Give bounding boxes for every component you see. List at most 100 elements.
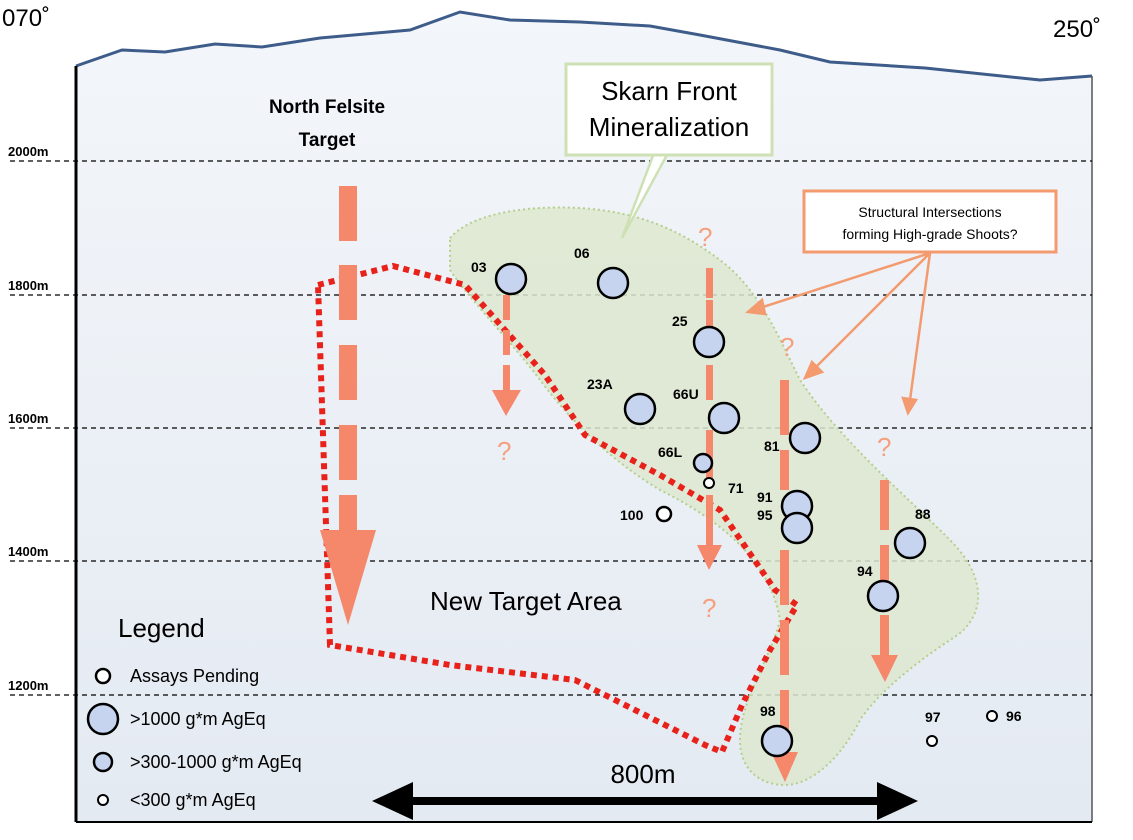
skarn-callout-box	[564, 62, 774, 157]
pointer-head	[802, 359, 825, 381]
topographic-surface-line	[75, 10, 1093, 82]
drill-hole-66u	[707, 401, 741, 435]
structural-callout-arrows	[745, 251, 932, 416]
elevation-gridlines	[10, 160, 1092, 696]
target-arrow-81	[771, 380, 798, 782]
azimuth-left-label: 070˚	[2, 5, 50, 32]
elevation-label: 1800m	[8, 278, 48, 293]
scale-bar-right-head	[877, 782, 918, 820]
arrow-dash	[706, 495, 713, 545]
legend: Legend Assays Pending >1000 g*m AgEq >30…	[86, 613, 302, 810]
drill-hole-label: 95	[757, 507, 773, 523]
legend-item-label: >1000 g*m AgEq	[130, 709, 266, 729]
drill-hole-labels: 03 06 25 23A 66U 66L 71 81 100 91 95 88 …	[471, 245, 1022, 725]
arrow-dash	[706, 268, 713, 298]
drill-hole-label: 91	[757, 489, 773, 505]
drill-hole-label: 23A	[587, 376, 613, 392]
arrow-dash	[339, 495, 357, 530]
north-felsite-line: Target	[299, 130, 356, 151]
drill-hole-label: 88	[915, 506, 931, 522]
arrow-head	[871, 655, 898, 682]
elevation-label: 1600m	[8, 411, 48, 426]
question-mark: ?	[702, 593, 716, 623]
drill-hole-label: 97	[925, 709, 941, 725]
drill-hole-95	[780, 511, 814, 545]
legend-item-label: >300-1000 g*m AgEq	[130, 752, 302, 772]
new-target-area-label: New Target Area	[430, 586, 622, 616]
arrow-head	[492, 390, 521, 416]
north-felsite-label: North Felsite Target	[269, 97, 385, 151]
question-mark: ?	[698, 222, 712, 252]
skarn-callout-line: Skarn Front	[601, 76, 738, 106]
north-felsite-line: North Felsite	[269, 97, 385, 118]
scale-bar-left-head	[372, 782, 413, 820]
legend-symbol-small	[97, 794, 109, 806]
arrow-dash	[706, 430, 713, 480]
pointer-head	[745, 297, 767, 316]
target-arrow-88	[871, 480, 898, 682]
drill-hole-label: 66U	[673, 386, 699, 402]
structural-callout-box	[802, 189, 1058, 254]
structural-callout-line: forming High-grade Shoots?	[842, 226, 1017, 242]
arrow-dash	[780, 620, 789, 675]
arrow-dash	[780, 450, 789, 490]
arrow-dash	[880, 545, 889, 585]
arrow-dash	[706, 365, 713, 400]
arrow-dash	[339, 345, 357, 400]
elevation-label: 2000m	[8, 144, 48, 159]
structural-callout-line: Structural Intersections	[858, 204, 1001, 220]
arrow-head	[697, 545, 722, 570]
arrow-dash	[706, 300, 713, 330]
arrow-dash	[339, 425, 357, 480]
scale-bar: 800m	[372, 759, 918, 820]
drill-hole-23a	[623, 392, 657, 426]
target-arrow-03	[492, 295, 521, 416]
drill-hole-06	[596, 266, 630, 300]
arrow-dash	[503, 365, 510, 390]
drill-hole-label: 25	[672, 313, 688, 329]
drill-hole-100	[655, 505, 673, 523]
legend-item-label: <300 g*m AgEq	[130, 790, 256, 810]
drill-hole-97	[926, 735, 938, 747]
pointer-line	[814, 252, 931, 369]
legend-title: Legend	[118, 613, 205, 643]
arrow-head	[771, 752, 798, 782]
question-mark: ?	[877, 432, 891, 462]
elevation-labels: 2000m 1800m 1600m 1400m 1200m	[8, 144, 48, 693]
question-mark: ?	[780, 332, 794, 362]
drill-hole-label: 03	[471, 259, 487, 275]
drill-hole-label: 96	[1006, 708, 1022, 724]
drill-hole-label: 81	[764, 438, 780, 454]
legend-item-label: Assays Pending	[130, 666, 259, 686]
elevation-label: 1400m	[8, 544, 48, 559]
arrow-head	[320, 530, 376, 625]
structural-callout-text: Structural Intersections forming High-gr…	[842, 204, 1017, 242]
drill-hole-label: 94	[857, 563, 873, 579]
drill-hole-label: 71	[728, 480, 744, 496]
new-target-area-outline	[314, 262, 802, 756]
pointer-head	[901, 396, 919, 416]
drill-hole-81	[788, 421, 822, 455]
drill-hole-03	[494, 262, 528, 296]
drill-hole-96	[986, 710, 998, 722]
target-arrow-25	[697, 268, 722, 570]
drill-hole-label: 06	[574, 245, 590, 261]
arrow-dash	[780, 380, 789, 435]
pointer-line	[908, 252, 932, 401]
drill-hole-label: 100	[620, 507, 644, 523]
arrow-dash	[339, 265, 357, 320]
drill-hole-label: 98	[760, 703, 776, 719]
drill-hole-88	[893, 526, 927, 560]
drill-hole-25	[692, 325, 726, 359]
arrow-dash	[780, 690, 789, 750]
elevation-label: 1200m	[8, 678, 48, 693]
arrow-dash	[880, 480, 889, 530]
arrow-dash	[780, 550, 789, 605]
drill-hole-66l	[692, 452, 714, 474]
drill-holes	[494, 262, 998, 758]
drill-hole-98	[760, 724, 794, 758]
azimuth-right-label: 250˚	[1053, 16, 1101, 43]
skarn-mineralization-zone	[449, 206, 980, 787]
